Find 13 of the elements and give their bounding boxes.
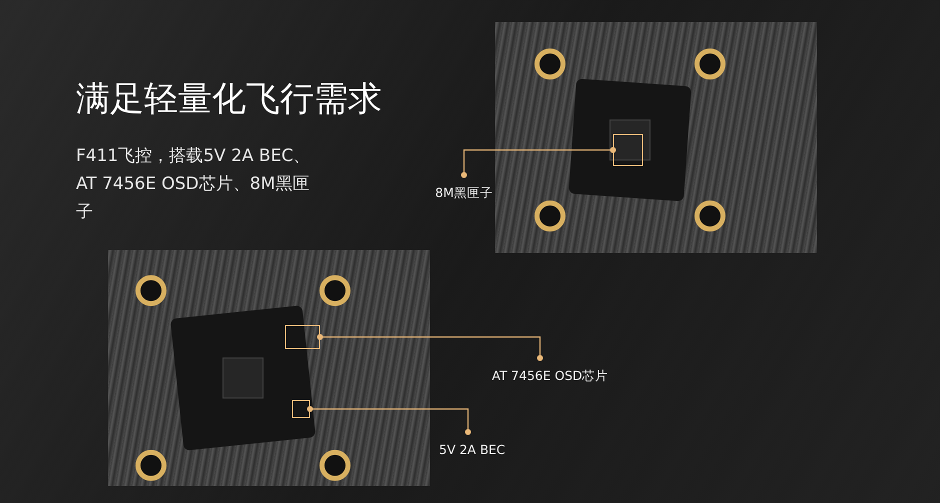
chip-outline (613, 134, 643, 166)
callout-label: 8M黑匣子 (433, 171, 495, 207)
heading: 满足轻量化飞行需求 (76, 78, 382, 121)
leader-line (317, 334, 543, 361)
chip-outline (285, 325, 320, 349)
board-photo (108, 250, 430, 486)
description-text: F411飞控，搭载5V 2A BEC、AT 7456E OSD芯片、8M黑匣子 (76, 145, 312, 224)
board-photo (495, 22, 817, 253)
chip-outline (292, 400, 310, 418)
leader-line (461, 147, 616, 178)
callout-label: AT 7456E OSD芯片 (491, 354, 609, 390)
leader-line (307, 406, 471, 435)
callout-label: 5V 2A BEC (439, 428, 505, 464)
